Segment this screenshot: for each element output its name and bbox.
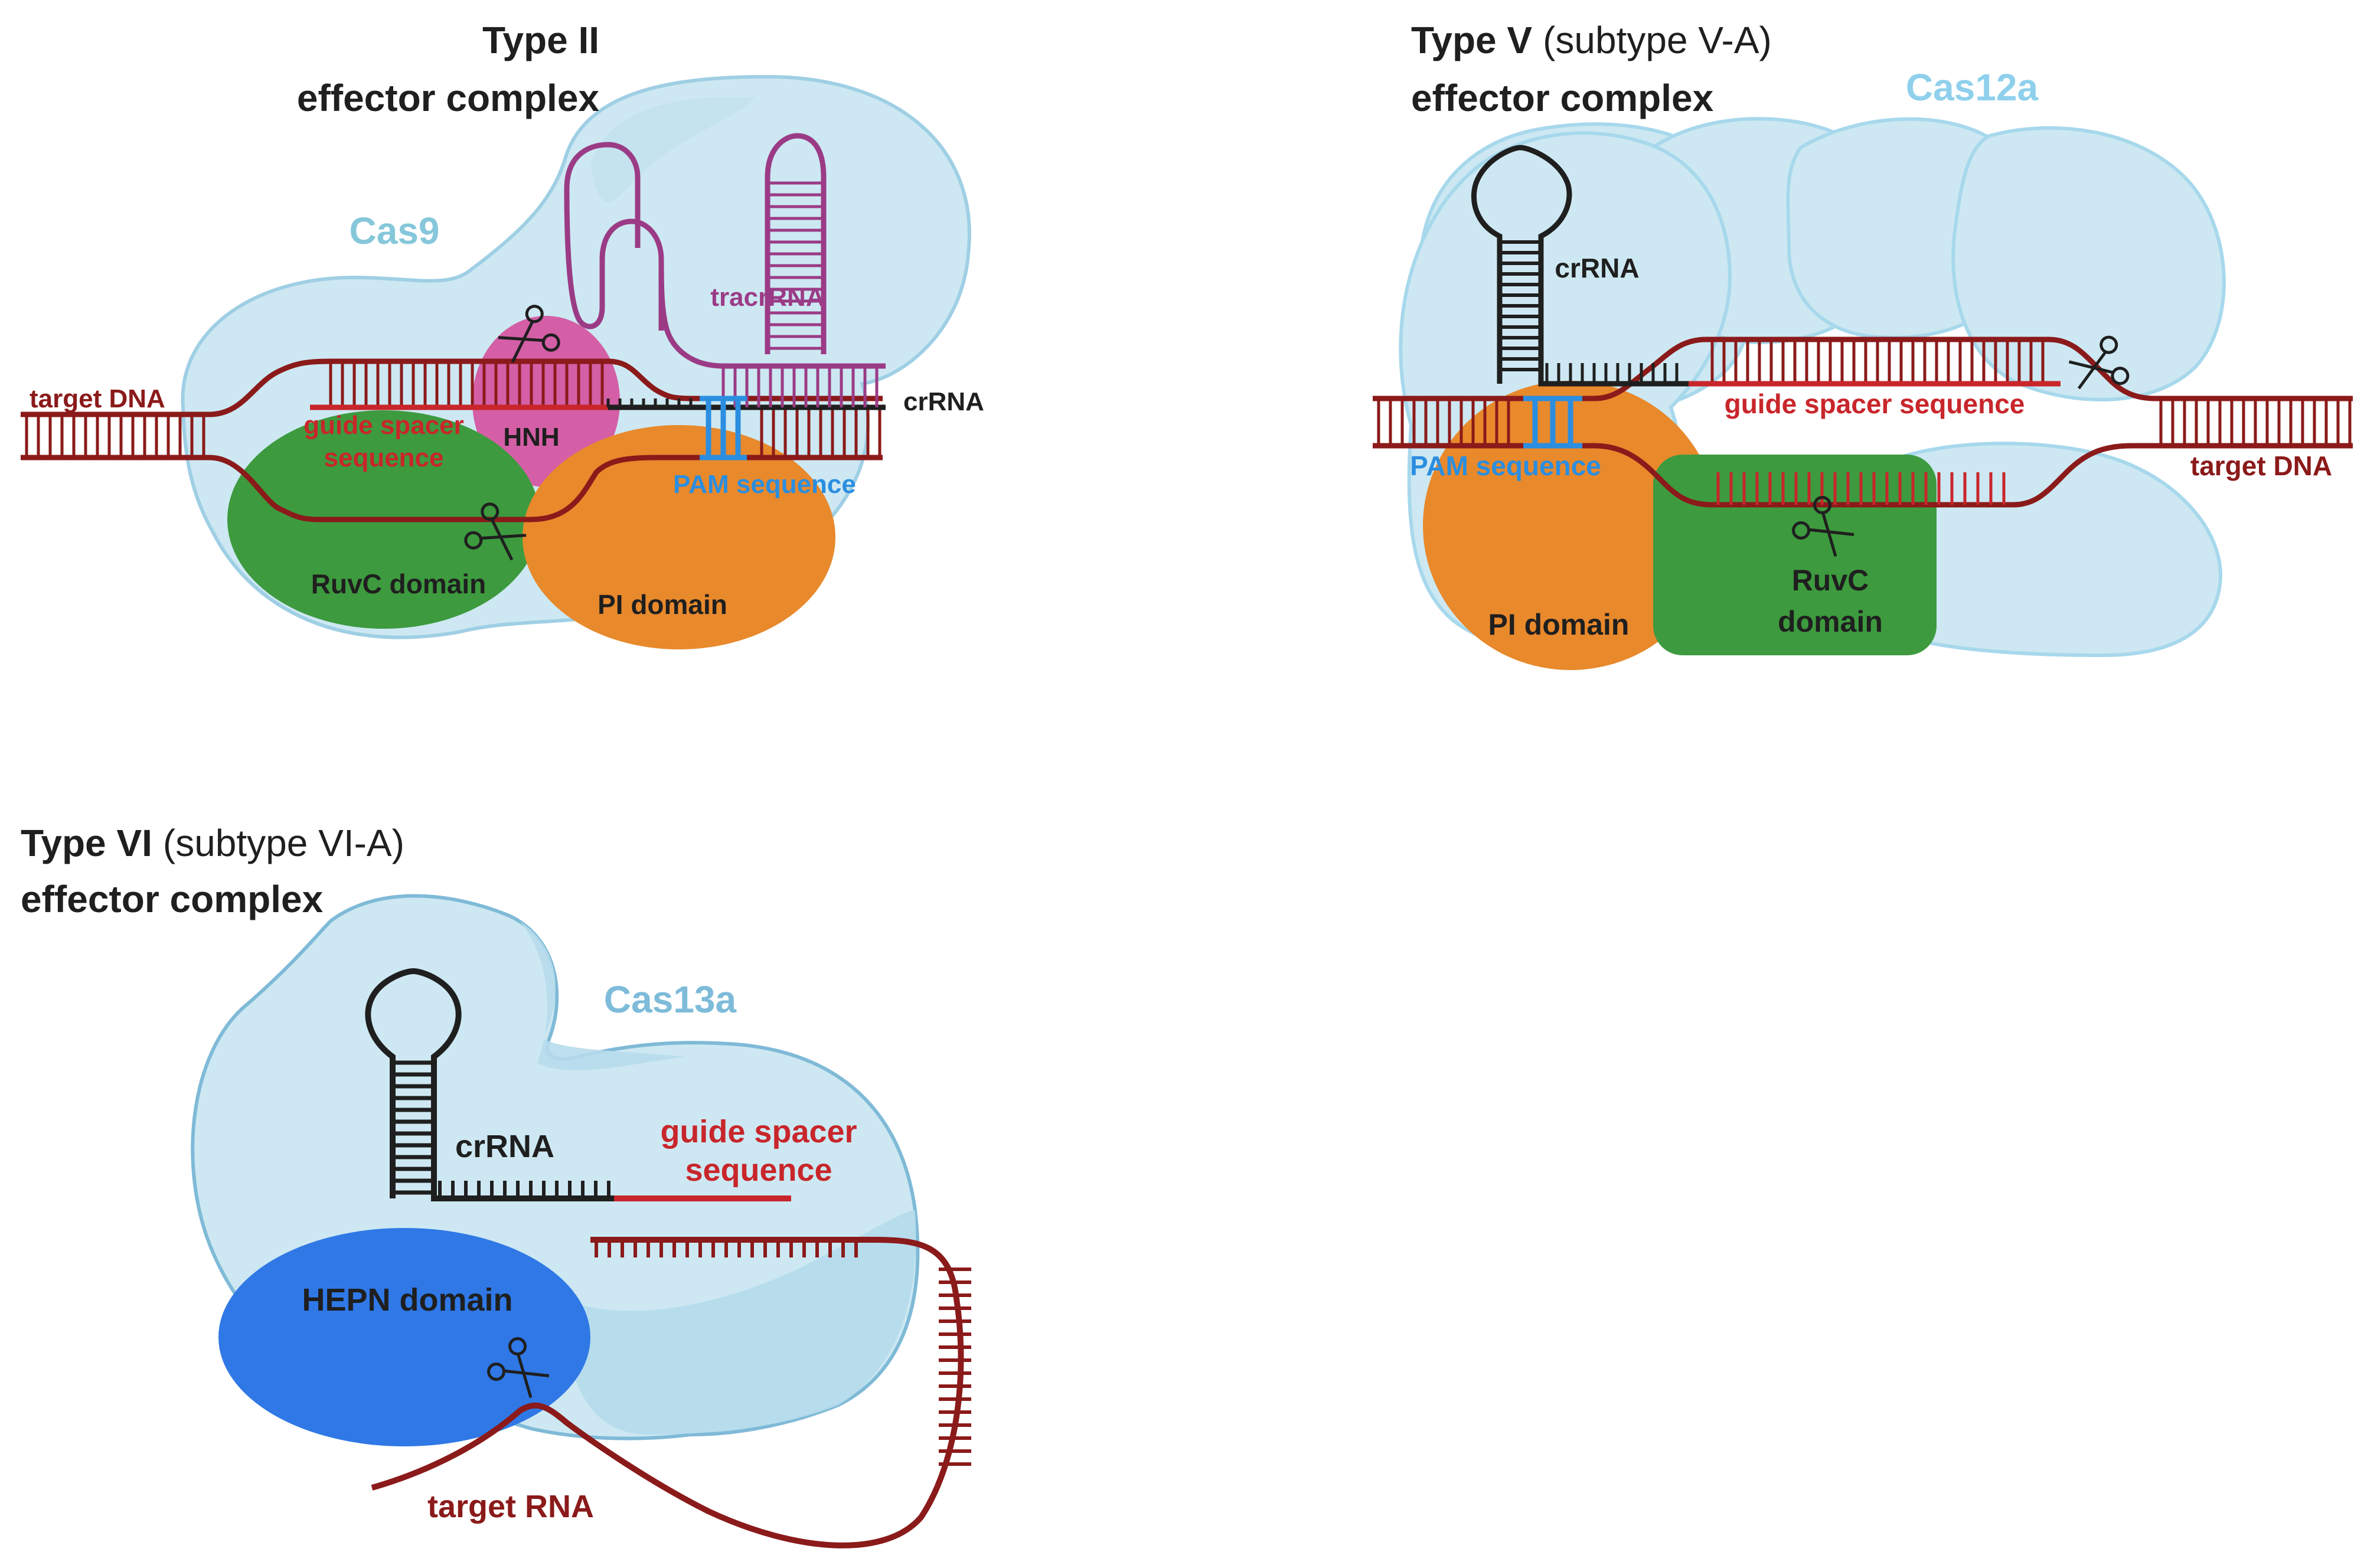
type2-crrna-label: crRNA [903, 387, 984, 416]
cas13a-label: Cas13a [604, 978, 737, 1021]
type2-dna-left-bottom [21, 455, 883, 522]
tracrrna-label: tracrRNA [710, 283, 824, 312]
type5-scissors-top-icon [2068, 335, 2130, 390]
panel-type-ii: Type II effector complex Cas9 tracrRNA c… [21, 19, 984, 649]
type5-scissors-ruvc-icon [1792, 496, 1854, 557]
type6-guide-label-line1: guide spacer [660, 1114, 857, 1149]
type5-dna-rungs-top [1710, 339, 2045, 384]
type2-guide-label-line1: guide spacer [303, 411, 463, 440]
cas13a-inner-shade [520, 921, 685, 1070]
cas9-inner-shade [590, 97, 756, 202]
cas13a-lower-shade [561, 1210, 916, 1435]
type6-title-line2: effector complex [21, 878, 324, 920]
panel-type-v: Type V (subtype V-A) effector complex Cas… [1373, 19, 2353, 670]
type5-ruvc-label-line2: domain [1778, 605, 1883, 638]
type2-pi-label: PI domain [597, 589, 727, 620]
type5-crrna-hairpin-rungs [1500, 240, 1541, 371]
type5-crrna-label: crRNA [1555, 253, 1639, 283]
type5-guide-label: guide spacer sequence [1725, 388, 2025, 419]
type2-dna-rungs-left [25, 414, 205, 458]
type5-title-subtype: (subtype V-A) [1543, 19, 1772, 61]
type2-dna-rungs-center [329, 361, 604, 407]
type5-dna-rungs-left [1377, 398, 1510, 446]
type6-crrna-rungs [438, 1181, 610, 1198]
type5-title-line1: Type V (subtype V-A) [1411, 19, 1772, 61]
type2-dna-rungs-right [760, 407, 881, 458]
panel-type-vi: Type VI (subtype VI-A) effector complex C… [21, 822, 971, 1549]
type2-target-dna-label: target DNA [30, 384, 165, 413]
type2-title-line2: effector complex [297, 77, 600, 119]
cas12a-lobe-4 [1951, 126, 2226, 402]
type5-dna-rungs-bottom [1716, 472, 2006, 505]
type2-dna-left-top [21, 358, 883, 417]
type5-pi-label: PI domain [1488, 608, 1630, 641]
type5-pam-marker [1523, 396, 1582, 449]
type5-pam-label: PAM sequence [1410, 450, 1601, 481]
type2-scissors-hnh-icon [498, 305, 560, 363]
hepn-domain [218, 1228, 590, 1446]
type2-guide-label-line2: sequence [324, 443, 444, 472]
type5-crrna-hairpin [1471, 145, 1689, 387]
type2-target-dna [21, 358, 883, 522]
type6-guide-label-line2: sequence [685, 1152, 832, 1188]
type2-pam-label: PAM sequence [673, 470, 856, 499]
cas12a-label: Cas12a [1906, 66, 2039, 109]
type2-pam-marker [700, 396, 747, 460]
type5-crrna-rungs [1545, 363, 1679, 384]
target-rna-rungs [595, 1240, 971, 1466]
type2-scissors-ruvc-icon [464, 502, 527, 561]
type2-ruvc-label: RuvC domain [311, 569, 486, 599]
type5-pi-domain [1423, 381, 1718, 670]
pi-domain [523, 425, 835, 649]
type6-crrna-label: crRNA [455, 1129, 554, 1164]
hepn-label: HEPN domain [302, 1282, 512, 1318]
tracrrna-strand [564, 142, 886, 369]
type6-scissors-icon [487, 1337, 550, 1399]
type6-crrna-hairpin-rungs [393, 1060, 434, 1195]
type5-ruvc-label-line1: RuvC [1792, 564, 1869, 597]
target-rna-strand [371, 1237, 964, 1549]
type5-target-dna-label: target DNA [2190, 450, 2332, 481]
type5-dna-bottom [1373, 443, 2353, 508]
type6-title-bold: Type VI [21, 822, 152, 864]
type6-crrna-hairpin [365, 968, 620, 1201]
target-rna-label: target RNA [427, 1489, 594, 1524]
type5-title-line2: effector complex [1411, 77, 1714, 119]
type5-dna-rungs-right [2159, 398, 2352, 446]
type5-title-bold: Type V [1411, 19, 1532, 61]
type2-title-line1: Type II [482, 19, 599, 61]
type2-crrna-rungs [606, 398, 693, 407]
tracrrna-rungs [721, 181, 879, 407]
type6-title-subtype: (subtype VI-A) [163, 822, 404, 864]
type6-title-line1: Type VI (subtype VI-A) [21, 822, 404, 864]
cas9-label: Cas9 [350, 210, 440, 252]
hnh-label: HNH [503, 423, 559, 452]
